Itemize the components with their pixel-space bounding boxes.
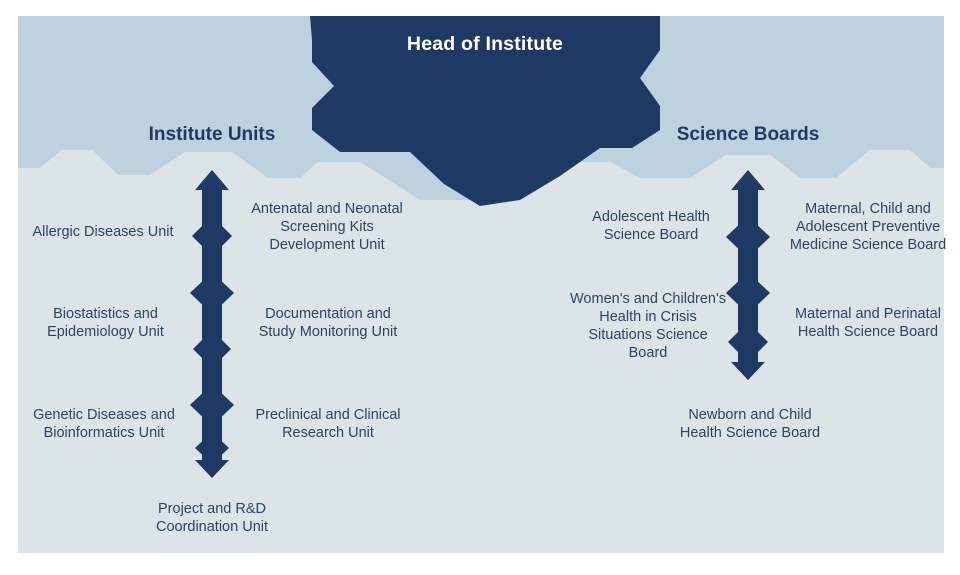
- head-of-institute-shape: [310, 16, 660, 206]
- unit-item-genetic-diseases-bioinformatics: Genetic Diseases and Bioinformatics Unit: [33, 407, 175, 442]
- unit-item-project-rd-coordination: Project and R&D Coordination Unit: [155, 501, 269, 536]
- board-item-maternal-child-adolescent-preventive: Maternal, Child and Adolescent Preventiv…: [789, 201, 947, 254]
- unit-item-antenatal-neonatal-screening: Antenatal and Neonatal Screening Kits De…: [251, 201, 403, 254]
- unit-item-allergic-diseases: Allergic Diseases Unit: [32, 224, 174, 240]
- root-node-label: Head of Institute: [406, 33, 564, 55]
- board-item-womens-childrens-health-crisis: Women's and Children's Health in Crisis …: [570, 291, 726, 362]
- unit-item-preclinical-clinical-research: Preclinical and Clinical Research Unit: [255, 407, 401, 442]
- science-boards-connector: [726, 170, 770, 380]
- board-item-newborn-child-health: Newborn and Child Health Science Board: [679, 407, 821, 442]
- branch-heading-institute-units: Institute Units: [148, 124, 276, 145]
- branch-heading-science-boards: Science Boards: [676, 124, 820, 145]
- light-blue-layer-shape: [18, 150, 944, 553]
- institute-units-connector: [190, 170, 234, 478]
- unit-item-biostatistics-epidemiology: Biostatistics and Epidemiology Unit: [47, 306, 164, 341]
- board-item-adolescent-health: Adolescent Health Science Board: [592, 209, 710, 244]
- unit-item-documentation-study-monitoring: Documentation and Study Monitoring Unit: [258, 306, 398, 341]
- board-item-maternal-perinatal-health: Maternal and Perinatal Health Science Bo…: [795, 306, 941, 341]
